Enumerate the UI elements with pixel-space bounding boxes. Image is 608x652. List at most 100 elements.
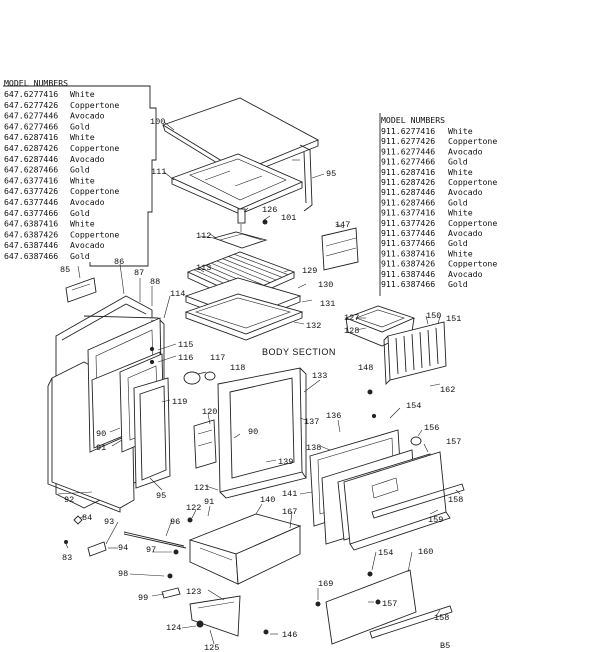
label-101: 101 <box>281 213 296 223</box>
label-117: 117 <box>210 353 225 363</box>
storage-drawer <box>188 513 302 585</box>
model-color: Avocado <box>448 187 483 197</box>
rack-wire <box>216 260 271 283</box>
label-124: 124 <box>166 623 181 633</box>
model-color: Coppertone <box>70 143 119 153</box>
label-98: 98 <box>118 569 128 579</box>
label-128: 128 <box>344 326 359 336</box>
model-color: White <box>448 167 473 177</box>
label-86: 86 <box>114 257 124 267</box>
label-160: 160 <box>418 547 433 557</box>
label-113: 113 <box>196 263 211 273</box>
label-121: 121 <box>194 483 209 493</box>
model-number: 647.6377416 <box>4 175 58 185</box>
model-color: Coppertone <box>448 136 497 146</box>
model-color: Coppertone <box>448 177 497 187</box>
vent-louver <box>427 329 431 367</box>
label-133: 133 <box>312 371 327 381</box>
rack-wire <box>210 262 265 286</box>
vent-louver <box>411 333 415 371</box>
model-number: 911.6287446 <box>381 187 435 197</box>
model-number: 911.6277446 <box>381 146 435 156</box>
model-color: Gold <box>448 238 468 248</box>
part-labels: 100 95 111 126 101 112 147 113 129 130 1… <box>60 117 463 652</box>
label-148: 148 <box>358 363 373 373</box>
model-number: 911.6277426 <box>381 136 435 146</box>
model-number: 647.6287416 <box>4 132 58 142</box>
label-119: 119 <box>172 397 187 407</box>
label-92: 92 <box>64 495 74 505</box>
model-number: 911.6387446 <box>381 269 435 279</box>
label-88: 88 <box>150 277 160 287</box>
model-color: Gold <box>448 197 468 207</box>
bracket-126 <box>237 208 268 232</box>
label-129: 129 <box>302 266 317 276</box>
label-158-top: 158 <box>448 495 463 505</box>
label-97: 97 <box>146 545 156 555</box>
label-141: 141 <box>282 489 297 499</box>
label-157-bottom: 157 <box>382 599 397 609</box>
model-number: 647.6377426 <box>4 186 58 196</box>
model-number: 647.6277416 <box>4 89 58 99</box>
model-number: 911.6277416 <box>381 126 435 136</box>
drawer-side-bracket <box>321 227 359 271</box>
label-130: 130 <box>318 280 333 290</box>
model-number: 647.6387416 <box>4 219 58 229</box>
footer-code: B5 <box>440 641 450 651</box>
label-138: 138 <box>306 443 321 453</box>
model-color: Avocado <box>70 154 105 164</box>
model-number: 911.6387466 <box>381 279 435 289</box>
model-number: 647.6277446 <box>4 111 58 121</box>
model-color: Avocado <box>448 269 483 279</box>
model-number: 911.6377446 <box>381 228 435 238</box>
label-123: 123 <box>186 587 201 597</box>
model-color: Coppertone <box>448 259 497 269</box>
label-115: 115 <box>178 340 193 350</box>
label-91-right: 91 <box>204 497 214 507</box>
model-number: 647.6387426 <box>4 229 58 239</box>
model-color: White <box>70 219 95 229</box>
label-99: 99 <box>138 593 148 603</box>
vent-assembly <box>383 321 447 386</box>
door-handle <box>371 483 465 519</box>
model-number: 911.6287416 <box>381 167 435 177</box>
label-126: 126 <box>262 205 277 215</box>
label-147: 147 <box>335 220 350 230</box>
label-120: 120 <box>202 407 217 417</box>
label-156: 156 <box>424 423 439 433</box>
label-96: 96 <box>170 517 180 527</box>
model-color: Coppertone <box>70 100 119 110</box>
thermostat-parts <box>149 346 216 385</box>
model-number: 647.6277466 <box>4 121 58 131</box>
label-94: 94 <box>118 543 128 553</box>
label-154-top: 154 <box>406 401 421 411</box>
model-color: White <box>448 126 473 136</box>
model-color: Avocado <box>70 197 105 207</box>
model-number: 647.6387446 <box>4 240 58 250</box>
model-color: Gold <box>448 279 468 289</box>
model-list-right-header: MODEL NUMBERS <box>381 115 445 125</box>
label-114: 114 <box>170 289 185 299</box>
model-number: 647.6277426 <box>4 100 58 110</box>
model-number: 911.6377426 <box>381 218 435 228</box>
label-157-top: 157 <box>446 437 461 447</box>
section-title: BODY SECTION <box>262 347 336 357</box>
label-125: 125 <box>204 643 219 652</box>
model-number: 647.6287426 <box>4 143 58 153</box>
oven-pans <box>184 277 304 341</box>
label-158-bottom: 158 <box>434 613 449 623</box>
label-95-top: 95 <box>326 169 336 179</box>
model-color: White <box>70 89 95 99</box>
label-139: 139 <box>278 457 293 467</box>
top-panel-assembly <box>161 97 320 215</box>
label-167: 167 <box>282 507 297 517</box>
label-122: 122 <box>186 503 201 513</box>
label-111: 111 <box>151 167 166 177</box>
model-number: 911.6277466 <box>381 157 435 167</box>
label-131: 131 <box>320 299 335 309</box>
model-color: Gold <box>70 208 90 218</box>
vent-louver <box>395 337 399 375</box>
label-83: 83 <box>62 553 72 563</box>
